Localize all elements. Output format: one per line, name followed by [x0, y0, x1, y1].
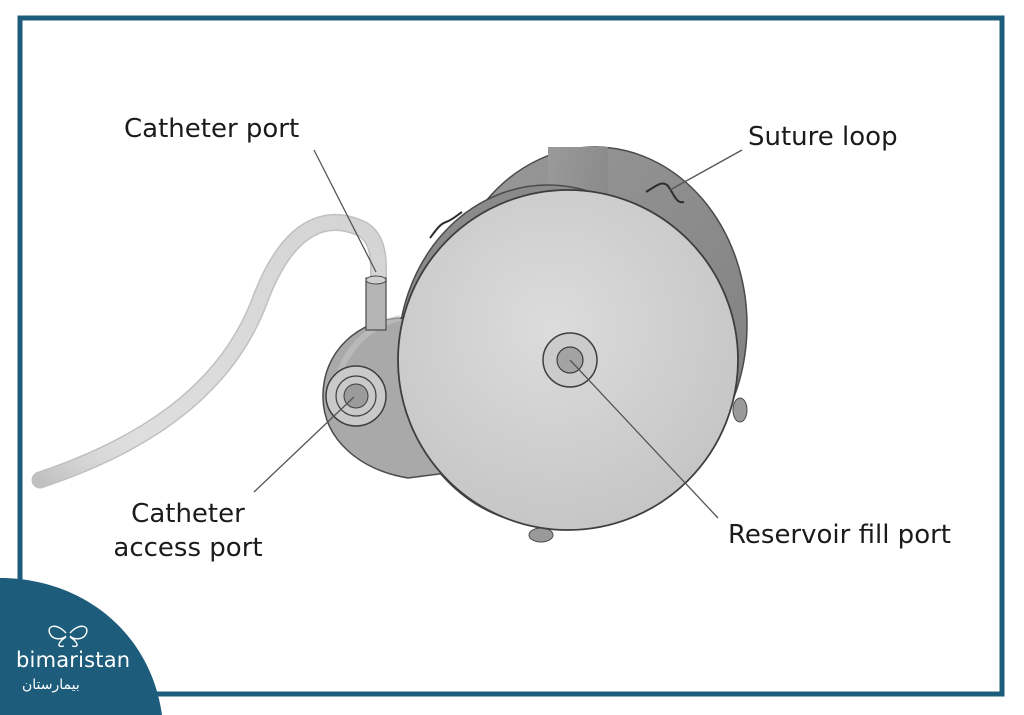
label-catheter-port: Catheter port — [124, 114, 300, 144]
logo-text: bimaristan — [16, 648, 131, 672]
leader-reservoir-fill-port — [569, 359, 719, 519]
catheter-port — [365, 275, 387, 331]
logo-arabic-text: بيمارستان — [22, 677, 80, 693]
border-frame — [17, 15, 1005, 697]
label-suture-loop: Suture loop — [748, 122, 898, 152]
leader-lines — [253, 149, 743, 519]
butterfly-icon — [48, 625, 88, 648]
label-catheter-access-port-line2: access port — [113, 533, 263, 563]
leader-catheter-port — [313, 149, 377, 273]
leader-catheter-access-port — [253, 396, 355, 493]
logo-badge — [0, 578, 162, 715]
catheter-tube — [31, 214, 388, 489]
label-catheter-access-port-line1: Catheter — [131, 499, 245, 529]
suture-loop-icon — [429, 182, 685, 239]
pump-feet — [528, 397, 748, 543]
leader-suture-loop — [669, 149, 743, 191]
label-catheter-access-port: Catheter access port — [108, 497, 268, 565]
label-reservoir-fill-port: Reservoir fill port — [728, 520, 951, 550]
